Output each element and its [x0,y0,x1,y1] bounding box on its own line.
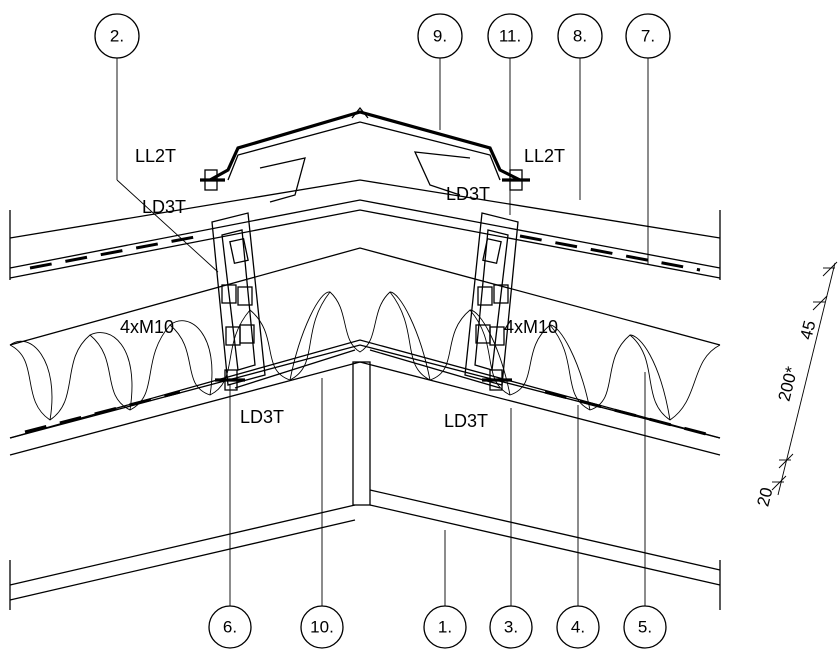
dimension-chain: 20 200* 45 [753,261,838,509]
callout-2-text: 2. [110,27,124,46]
support-structure [9,361,721,610]
callout-2: 2. [94,13,140,59]
callout-7-text: 7. [641,27,655,46]
callout-1: 1. [423,605,467,649]
ridge-cap [209,106,521,203]
callout-4: 4. [556,605,600,649]
callout-11: 11. [487,13,533,59]
label-ll2t-right: LL2T [524,146,565,166]
label-bolts-right: 4xM10 [504,317,558,337]
left-bracket-assembly [200,169,266,391]
callout-5: 5. [623,605,667,649]
callout-5-text: 5. [638,618,652,637]
dimension-45: 45 [796,319,819,342]
insulation-waves [9,291,721,421]
label-ld3t-upper-right: LD3T [446,184,490,204]
callout-6: 6. [208,605,252,649]
callout-4-text: 4. [571,618,585,637]
callout-10: 10. [300,605,344,649]
callout-11-text: 11. [499,27,521,46]
label-ld3t-lower-right: LD3T [444,411,488,431]
label-bolts-left: 4xM10 [120,317,174,337]
callout-9-text: 9. [433,27,447,46]
label-ll2t-left: LL2T [135,146,176,166]
callout-7: 7. [625,13,671,59]
left-bolt-group [221,284,255,346]
callout-8: 8. [557,13,603,59]
callout-8-text: 8. [573,27,587,46]
callout-1-text: 1. [438,618,452,637]
callout-6-text: 6. [223,618,237,637]
callout-3: 3. [489,605,533,649]
label-ld3t-lower-left: LD3T [240,407,284,427]
leader-lines [116,58,649,610]
callout-9: 9. [417,13,463,59]
callout-3-text: 3. [504,618,518,637]
dimension-200: 200* [775,364,802,403]
label-ld3t-upper-left: LD3T [142,197,186,217]
dimension-20: 20 [753,486,776,509]
right-bracket-assembly [464,169,530,391]
callout-10-text: 10. [310,618,334,637]
outer-roof-sheet [9,179,721,280]
right-bolt-group [475,284,509,346]
